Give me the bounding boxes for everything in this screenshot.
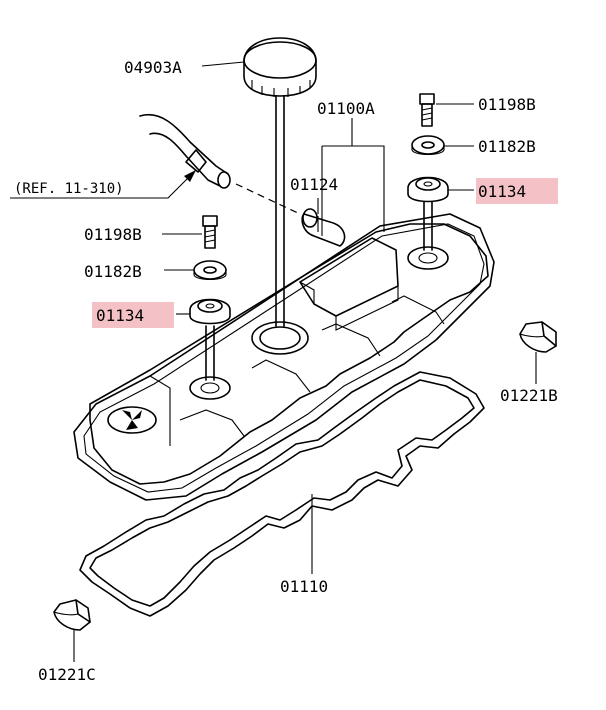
label-bolt-top: 01198B [478, 95, 536, 114]
pcv-valve-01124[interactable] [301, 208, 346, 247]
three-diamond-logo-icon [107, 406, 157, 434]
label-washer-top: 01182B [478, 137, 536, 156]
rocker-cover-01100a[interactable] [73, 213, 495, 501]
label-pcv-valve: 01124 [290, 175, 338, 194]
label-bolt-left: 01198B [84, 225, 142, 244]
grommet-top-01134[interactable] [407, 176, 449, 203]
label-washer-left: 01182B [84, 262, 142, 281]
oil-filler-cap-04903a[interactable] [243, 37, 317, 327]
label-grommet-top: 01134 [478, 182, 526, 201]
washer-top-01182b[interactable] [411, 135, 445, 156]
label-ref: (REF. 11-310) [14, 181, 124, 197]
bolt-left-01198b[interactable] [202, 215, 218, 249]
label-plug-left: 01221C [38, 665, 96, 684]
leader-lines [10, 61, 537, 662]
grommet-left-01134[interactable] [189, 298, 231, 325]
label-grommet-left: 01134 [96, 306, 144, 325]
gasket-01110[interactable] [79, 371, 485, 617]
label-plug-right: 01221B [500, 386, 558, 405]
label-oil-filler-cap: 04903A [124, 58, 182, 77]
highlight-grommet-top [476, 178, 558, 204]
washer-left-01182b[interactable] [193, 260, 227, 281]
label-gasket: 01110 [280, 577, 328, 596]
half-moon-plug-01221b[interactable] [519, 321, 557, 353]
label-rocker-cover: 01100A [317, 99, 375, 118]
highlight-grommet-left [92, 302, 174, 328]
breather-hose[interactable] [139, 113, 231, 189]
bolt-top-01198b[interactable] [419, 93, 435, 127]
half-moon-plug-01221c[interactable] [53, 599, 91, 631]
